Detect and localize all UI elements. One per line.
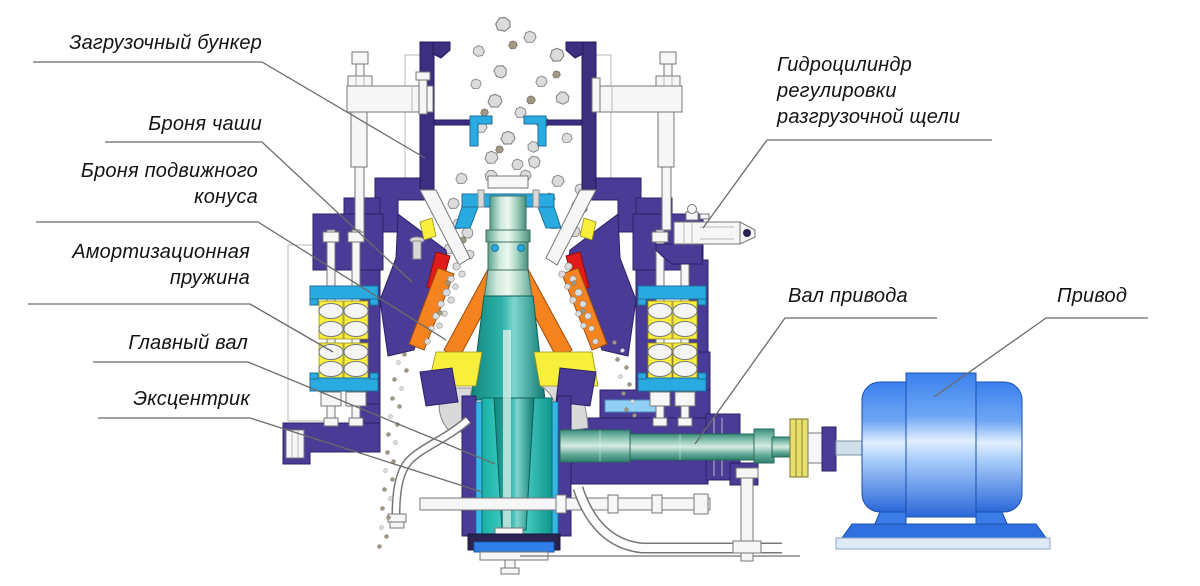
leader-lines bbox=[28, 61, 1148, 493]
leader-hopper bbox=[33, 61, 426, 159]
leader-cone-liner bbox=[36, 221, 447, 341]
shell-bolt bbox=[409, 236, 425, 260]
label-hopper: Загрузочный бункер bbox=[69, 32, 262, 54]
leader-eccentric bbox=[98, 417, 483, 493]
leader-bowl-liner bbox=[105, 141, 413, 283]
leader-drive bbox=[933, 317, 1148, 398]
tie-rod-right bbox=[591, 51, 683, 231]
label-hydraulic-cylinder: Гидроцилиндр регулировки разгрузочной ще… bbox=[777, 54, 961, 128]
damper-springs-left bbox=[309, 229, 379, 427]
leader-spring bbox=[28, 303, 334, 353]
leader-drive-shaft bbox=[694, 317, 937, 445]
drive-shaft bbox=[559, 418, 863, 478]
hopper-bracket-right bbox=[523, 115, 547, 147]
label-eccentric: Эксцентрик bbox=[133, 388, 250, 410]
piping bbox=[387, 416, 800, 562]
drive-motor bbox=[835, 372, 1051, 550]
label-drive-shaft: Вал привода bbox=[788, 285, 908, 307]
damper-springs-right bbox=[637, 229, 707, 427]
hopper-bracket-left bbox=[469, 115, 493, 147]
hydraulic-cylinder bbox=[655, 204, 756, 265]
label-bowl-liner: Броня чаши bbox=[148, 113, 262, 135]
bowl-liner-left bbox=[408, 267, 455, 351]
main-shaft bbox=[479, 195, 538, 331]
leader-hydraulic bbox=[702, 139, 992, 229]
label-main-shaft: Главный вал bbox=[128, 332, 248, 354]
leader-main-shaft bbox=[93, 361, 496, 465]
coupling bbox=[789, 418, 809, 478]
label-drive: Привод bbox=[1057, 285, 1128, 307]
label-cone-liner: Броня подвижного конуса bbox=[80, 160, 258, 208]
label-damper-spring: Амортизационная пружина bbox=[72, 241, 250, 289]
